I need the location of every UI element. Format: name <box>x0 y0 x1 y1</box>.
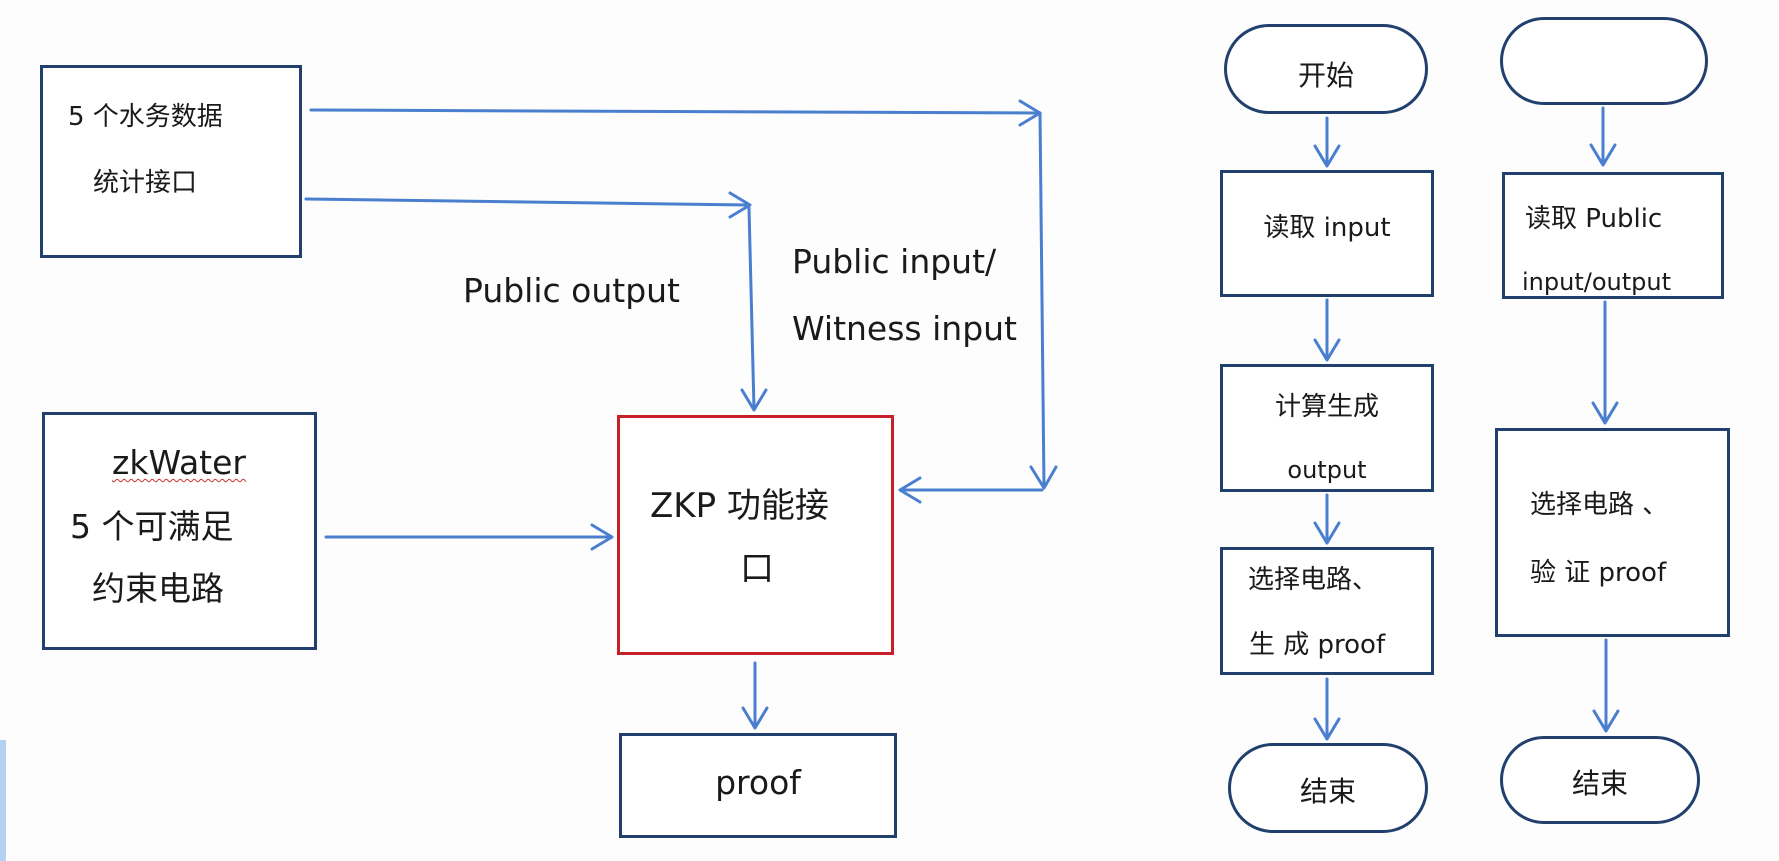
zkp-interface-box <box>617 415 894 655</box>
label-witness-input: Witness input <box>792 309 1017 348</box>
verifier-step2-line1: 选择电路 、 <box>1530 490 1669 520</box>
stats-box-line1: 5 个水务数据 <box>68 102 223 132</box>
verifier-step-verify-proof <box>1495 428 1730 637</box>
arrow-stats-to-zkp-top <box>304 191 752 219</box>
arrow-prover-step2-to-step3 <box>1313 493 1341 545</box>
arrow-prover-step1-to-step2 <box>1313 298 1341 362</box>
prover-end-label: 结束 <box>1299 775 1357 808</box>
verifier-step2-line2: 验 证 proof <box>1530 558 1667 588</box>
verifier-step1-line1: 读取 Public <box>1525 204 1663 234</box>
label-public-input: Public input/ <box>792 242 997 281</box>
zkwater-line3: 约束电路 <box>92 569 224 608</box>
arrow-public-input-bus <box>1029 111 1058 490</box>
prover-step3-line1: 选择电路、 <box>1248 565 1379 595</box>
verifier-step-read-public <box>1502 172 1724 299</box>
prover-start-terminal <box>1224 24 1428 114</box>
verifier-end-terminal <box>1500 736 1700 824</box>
zkwater-line2: 5 个可满足 <box>70 507 234 546</box>
prover-step3-line2: 生 成 proof <box>1249 630 1386 660</box>
proof-box-label: proof <box>715 763 801 802</box>
arrow-prover-step3-to-end <box>1313 677 1341 741</box>
arrow-prover-start-to-step1 <box>1313 116 1341 168</box>
zkp-box-line2: 口 <box>740 549 774 589</box>
prover-step-compute-output <box>1220 364 1434 492</box>
arrow-verifier-step1-to-step2 <box>1591 300 1619 425</box>
zkp-box-line1: ZKP 功能接 <box>650 486 829 526</box>
label-public-output: Public output <box>463 271 680 310</box>
prover-step1-label: 读取 input <box>1263 213 1391 243</box>
verifier-end-label: 结束 <box>1571 767 1629 800</box>
arrow-verifier-step2-to-end <box>1592 638 1620 733</box>
prover-step-generate-proof <box>1220 547 1434 675</box>
prover-step-read-input <box>1220 170 1434 297</box>
stats-box-line2: 统计接口 <box>93 168 198 198</box>
arrow-zkp-to-proof <box>741 661 769 730</box>
verifier-step1-line2: input/output <box>1522 268 1671 296</box>
prover-step2-line2: output <box>1287 456 1367 484</box>
prover-start-label: 开始 <box>1297 59 1355 92</box>
zkwater-title: zkWater <box>112 443 246 482</box>
arrow-zkwater-to-zkp <box>324 523 614 551</box>
verifier-start-terminal <box>1500 17 1708 105</box>
prover-step2-line1: 计算生成 <box>1274 392 1380 422</box>
arrow-public-output-down <box>740 206 768 412</box>
arrow-verifier-start-to-step1 <box>1589 106 1617 167</box>
stats-interface-box <box>40 65 302 258</box>
proof-box <box>619 733 897 838</box>
zkwater-box <box>42 412 317 650</box>
prover-end-terminal <box>1228 743 1428 833</box>
arrow-bus-to-zkp <box>898 476 1044 504</box>
edge-strip <box>0 740 6 861</box>
arrow-stats-to-bus <box>309 99 1042 127</box>
